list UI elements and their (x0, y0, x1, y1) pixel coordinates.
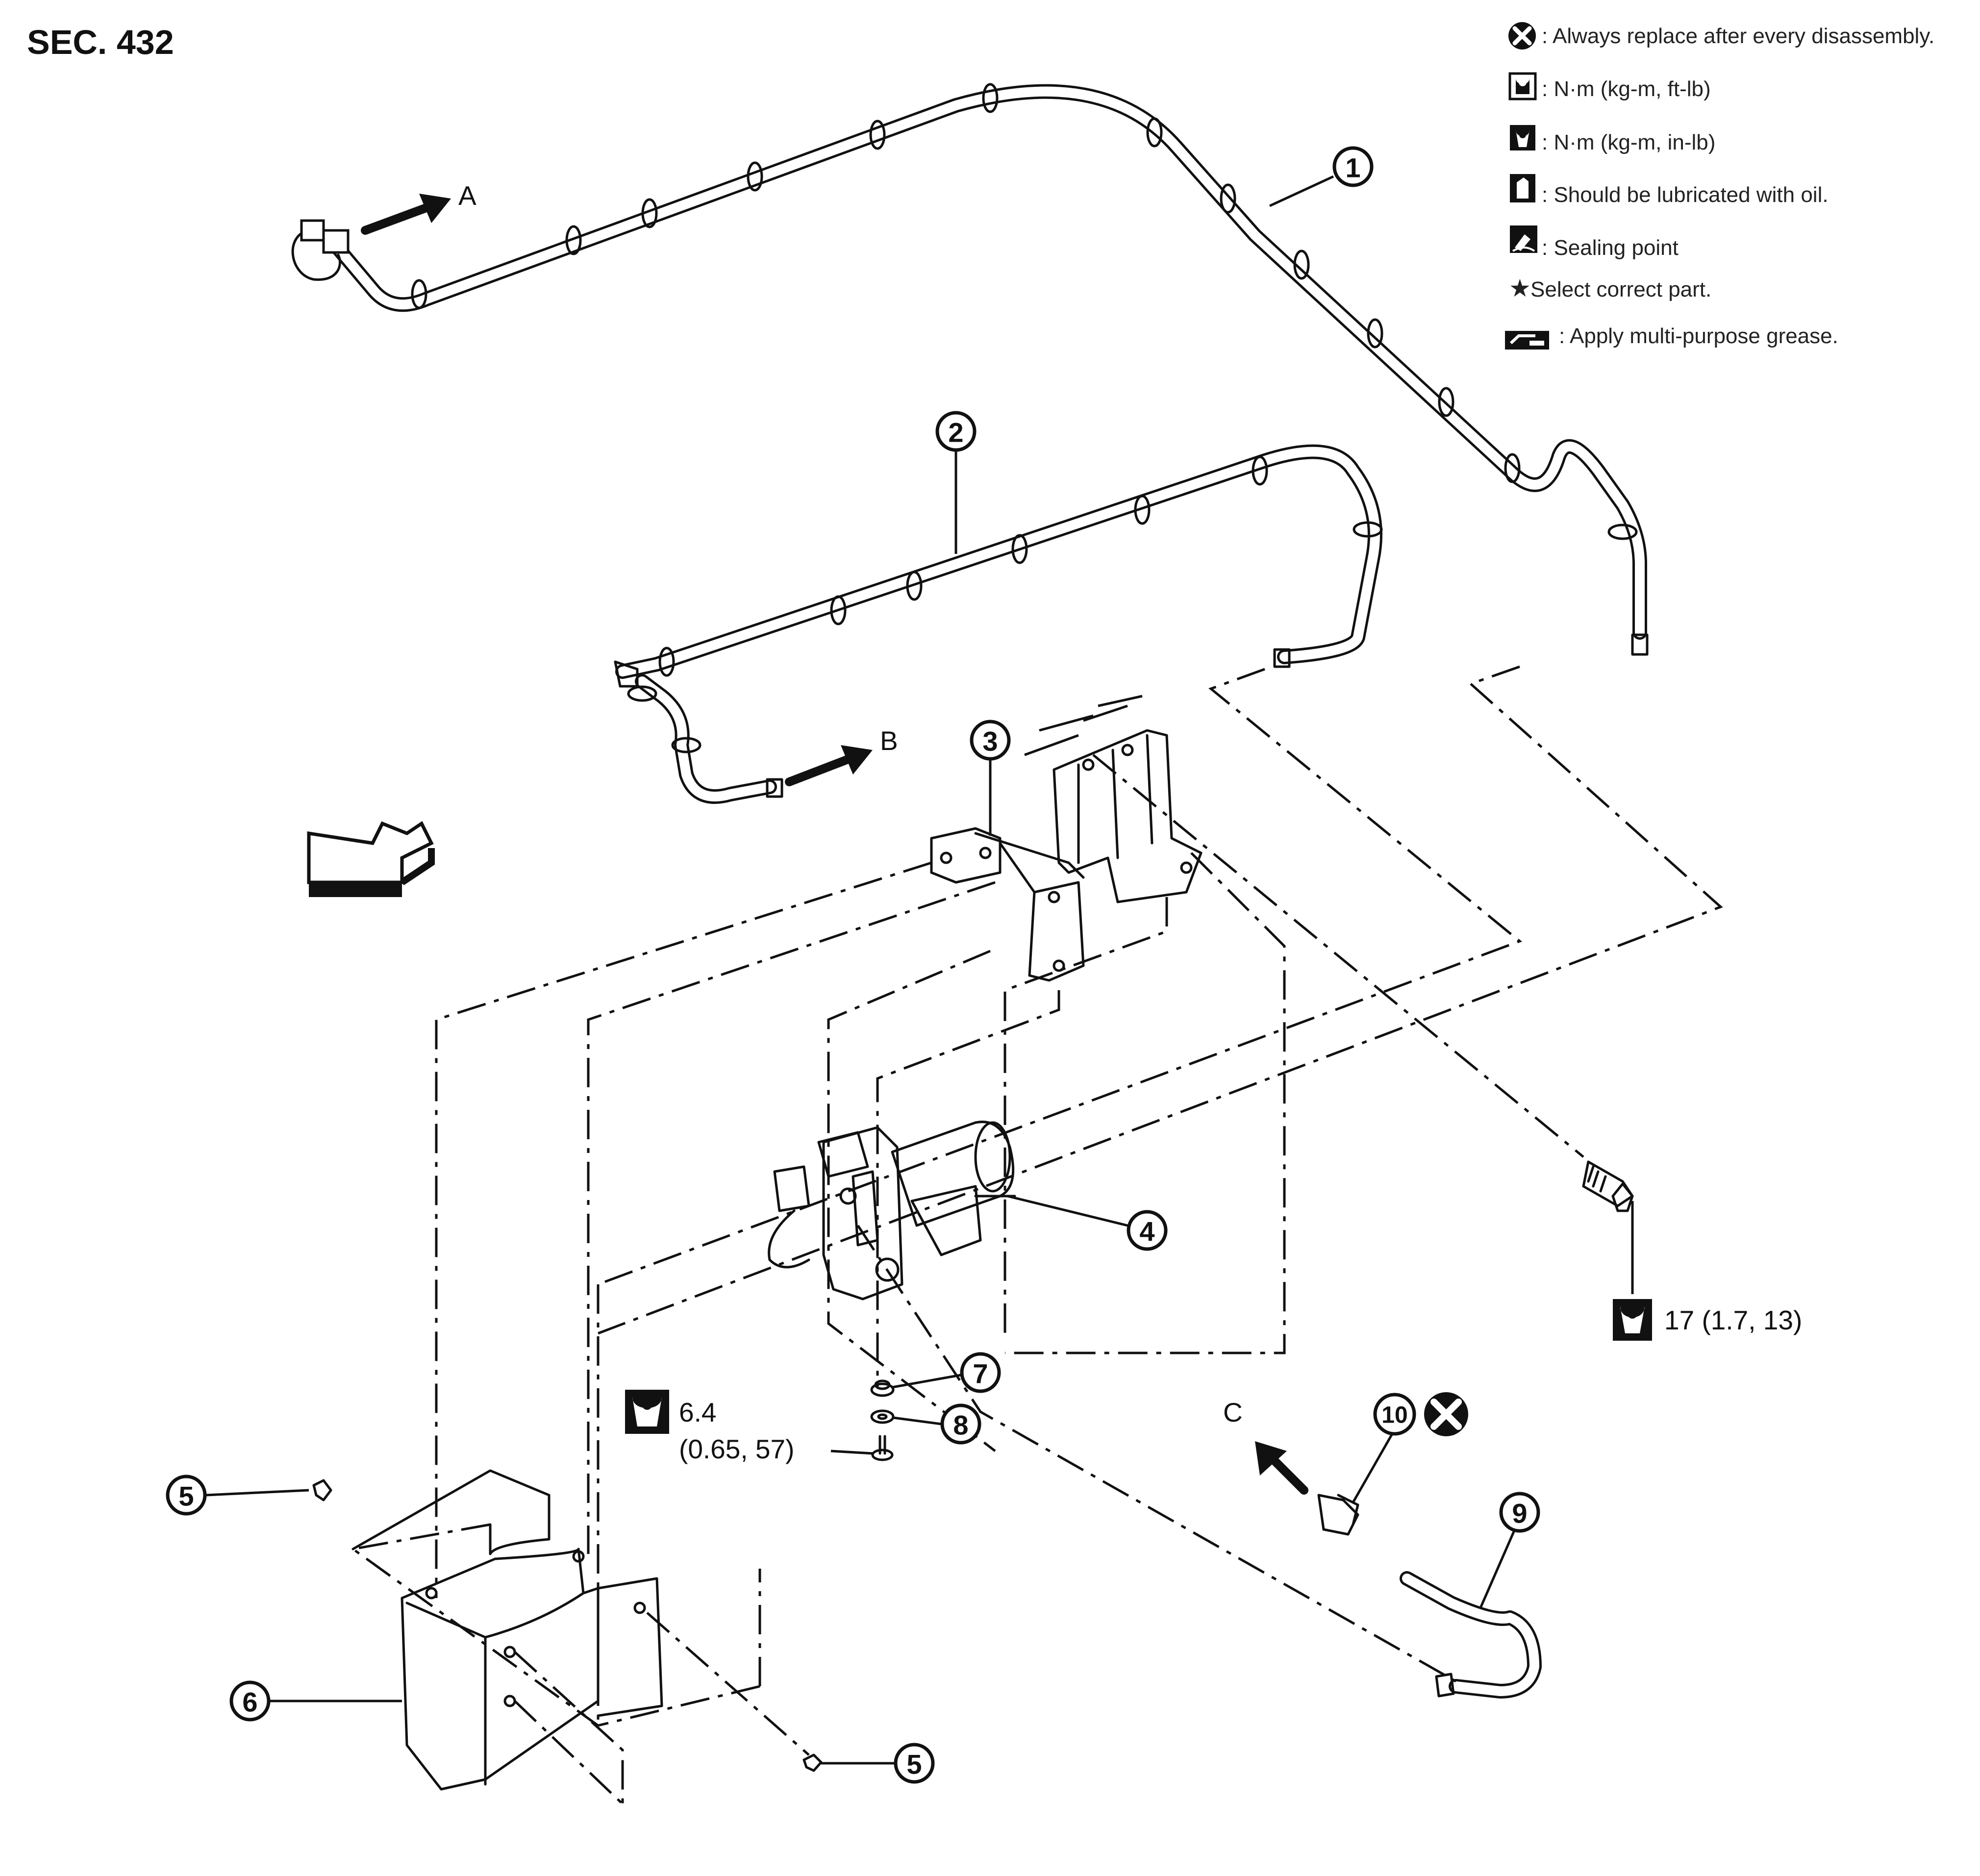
callout-7: 7 (892, 1352, 1001, 1393)
replace-x-icon (1508, 22, 1536, 50)
cover-6 (351, 1469, 663, 1791)
torque-spec-bolt: 17 (1.7, 13) (1613, 1201, 1802, 1341)
legend: : Always replace after every disassembly… (1505, 22, 1934, 350)
callout-5-lower-label: 5 (906, 1749, 922, 1780)
callout-1: 1 (1269, 146, 1374, 207)
torque-spec-nut: 6.4 (0.65, 57) (625, 1390, 873, 1464)
callout-6-label: 6 (242, 1687, 257, 1718)
callout-8-label: 8 (953, 1410, 968, 1441)
callout-3: 3 (970, 720, 1011, 836)
sealing-point-icon (1510, 225, 1537, 253)
arrow-a-label: A (458, 180, 476, 211)
clip-5-upper (312, 1479, 332, 1501)
legend-text-oil: : Should be lubricated with oil. (1542, 183, 1829, 207)
callout-4: 4 (1007, 1195, 1168, 1251)
direction-arrow-b: B (785, 725, 898, 786)
washer-8 (870, 1409, 895, 1424)
torque-wrench-filled-icon (1510, 125, 1535, 150)
hose-9 (1400, 1571, 1542, 1699)
air-tube-2 (614, 444, 1383, 804)
callout-2: 2 (935, 411, 977, 554)
oil-can-icon (1510, 174, 1535, 202)
torque-value-nut-line2: (0.65, 57) (679, 1434, 794, 1464)
callout-5-lower: 5 (821, 1743, 935, 1784)
legend-text-sealing: : Sealing point (1542, 236, 1679, 260)
bolt (1582, 1160, 1634, 1212)
arrow-b-label: B (880, 725, 898, 756)
section-title: SEC. 432 (27, 23, 174, 61)
callout-1-label: 1 (1345, 152, 1360, 183)
nut (871, 1435, 894, 1461)
torque-wrench-icon (1508, 72, 1537, 100)
callout-10: 10 (1352, 1392, 1468, 1503)
callout-3-label: 3 (982, 726, 998, 757)
clip-5-lower (802, 1753, 823, 1772)
callout-8: 8 (893, 1403, 981, 1445)
torque-wrench-icon (1613, 1299, 1652, 1341)
fitting-10 (1317, 1494, 1359, 1536)
callout-4-label: 4 (1139, 1216, 1154, 1247)
legend-text-star: Select correct part. (1530, 277, 1711, 301)
callout-2-label: 2 (948, 417, 963, 448)
callout-5-upper: 5 (166, 1475, 309, 1516)
assembly-lines (350, 665, 1723, 1805)
grease-icon (1505, 331, 1549, 350)
grommet-7 (870, 1379, 895, 1397)
callout-7-label: 7 (973, 1358, 988, 1389)
callout-6: 6 (229, 1680, 402, 1722)
bracket-3 (930, 695, 1203, 982)
arrow-c-label: C (1223, 1397, 1243, 1427)
callout-9-label: 9 (1512, 1498, 1527, 1529)
torque-value-bolt: 17 (1.7, 13) (1664, 1305, 1802, 1335)
direction-arrow-a: A (361, 180, 476, 235)
compressor-4 (768, 1121, 1016, 1301)
callout-5-upper-label: 5 (178, 1481, 194, 1512)
legend-text-torque-inlb: : N·m (kg-m, in-lb) (1542, 130, 1715, 154)
direction-arrow-c: C (1223, 1397, 1308, 1495)
torque-value-nut-line1: 6.4 (679, 1397, 716, 1427)
torque-wrench-filled-icon (625, 1390, 669, 1434)
legend-text-torque-ftlb: : N·m (kg-m, ft-lb) (1542, 77, 1711, 101)
callout-9: 9 (1479, 1492, 1540, 1609)
star-icon: ★ (1509, 275, 1531, 302)
legend-text-replace: : Always replace after every disassembly… (1542, 24, 1934, 48)
replace-x-icon (1424, 1392, 1468, 1436)
callout-10-label: 10 (1381, 1402, 1407, 1428)
air-tube-1 (291, 83, 1649, 656)
legend-text-grease: : Apply multi-purpose grease. (1559, 324, 1838, 348)
front-direction-icon (307, 821, 435, 897)
